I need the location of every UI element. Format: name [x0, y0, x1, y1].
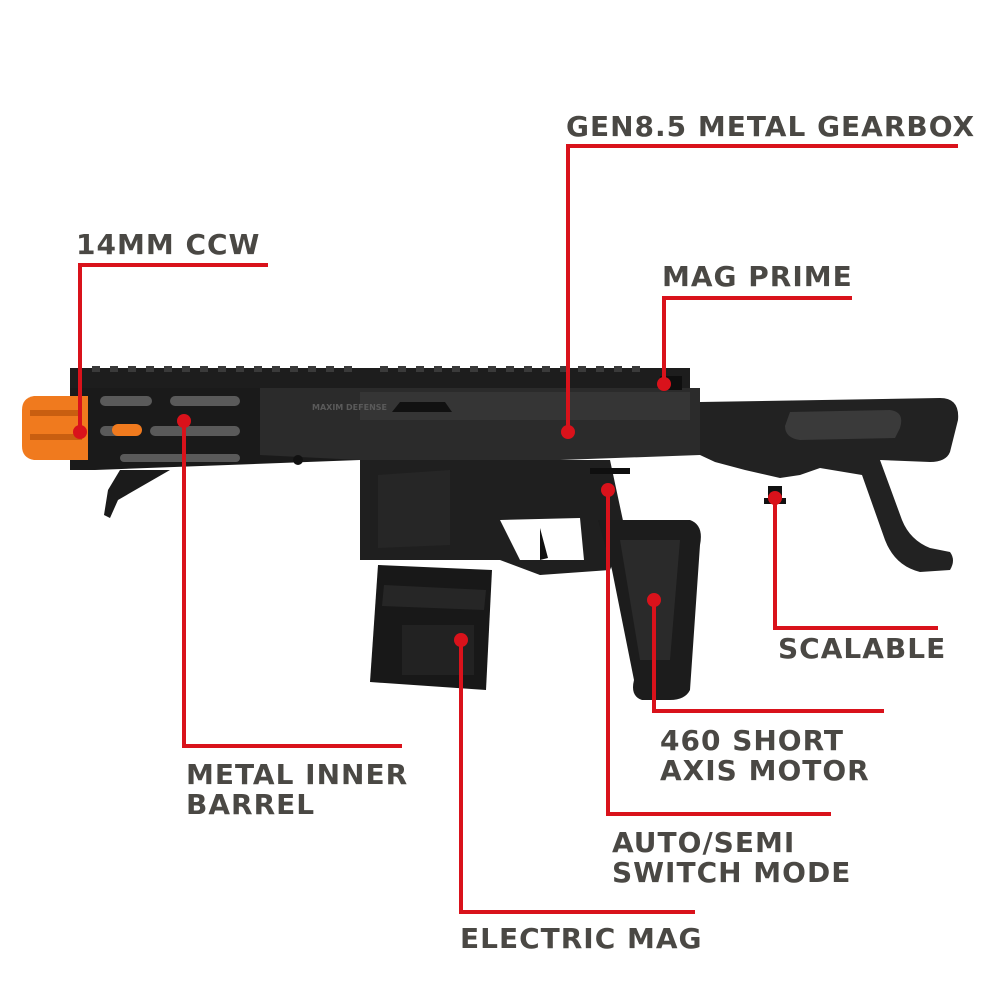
callout-line-motor: [652, 600, 884, 713]
callout-dot-stock: [768, 491, 782, 505]
callout-dot-gearbox: [561, 425, 575, 439]
callout-line-hopup: [78, 263, 268, 432]
label-magazine: ELECTRIC MAG: [460, 922, 703, 955]
callout-line-switch: [606, 490, 831, 816]
magazine: [370, 565, 492, 690]
callout-line-stock: [773, 498, 938, 630]
callout-lines: [78, 144, 958, 914]
callout-dots: [73, 377, 782, 647]
label-barrel-line1: METAL INNER: [186, 758, 409, 791]
callout-line-mag-prime: [662, 296, 852, 384]
label-hopup: 14MM CCW: [76, 228, 261, 261]
callout-line-barrel: [182, 421, 402, 748]
stock: [700, 398, 959, 572]
callout-dot-magazine: [454, 633, 468, 647]
upper-receiver: [260, 376, 700, 465]
rail-logo: MAXIM DEFENSE: [312, 403, 387, 412]
callout-dot-motor: [647, 593, 661, 607]
label-motor: 460 SHORT AXIS MOTOR: [660, 726, 870, 786]
label-stock: SCALABLE: [778, 632, 947, 665]
callout-dot-switch: [601, 483, 615, 497]
callout-dot-barrel: [177, 414, 191, 428]
pistol-grip: [598, 520, 701, 700]
callout-line-gearbox: [566, 144, 958, 432]
label-motor-line2: AXIS MOTOR: [660, 754, 870, 787]
label-barrel: METAL INNER BARREL: [186, 760, 408, 820]
label-switch: AUTO/SEMI SWITCH MODE: [612, 828, 851, 888]
callout-line-magazine: [459, 640, 695, 914]
label-barrel-line2: BARREL: [186, 788, 316, 821]
orange-muzzle: [22, 396, 142, 460]
label-mag-prime: MAG PRIME: [662, 260, 853, 293]
label-motor-line1: 460 SHORT: [660, 724, 844, 757]
label-switch-line2: SWITCH MODE: [612, 856, 852, 889]
label-gearbox: GEN8.5 METAL GEARBOX: [566, 110, 976, 143]
label-switch-line1: AUTO/SEMI: [612, 826, 796, 859]
callout-dot-mag-prime: [657, 377, 671, 391]
callout-dot-hopup: [73, 425, 87, 439]
lower-receiver: [360, 460, 630, 575]
